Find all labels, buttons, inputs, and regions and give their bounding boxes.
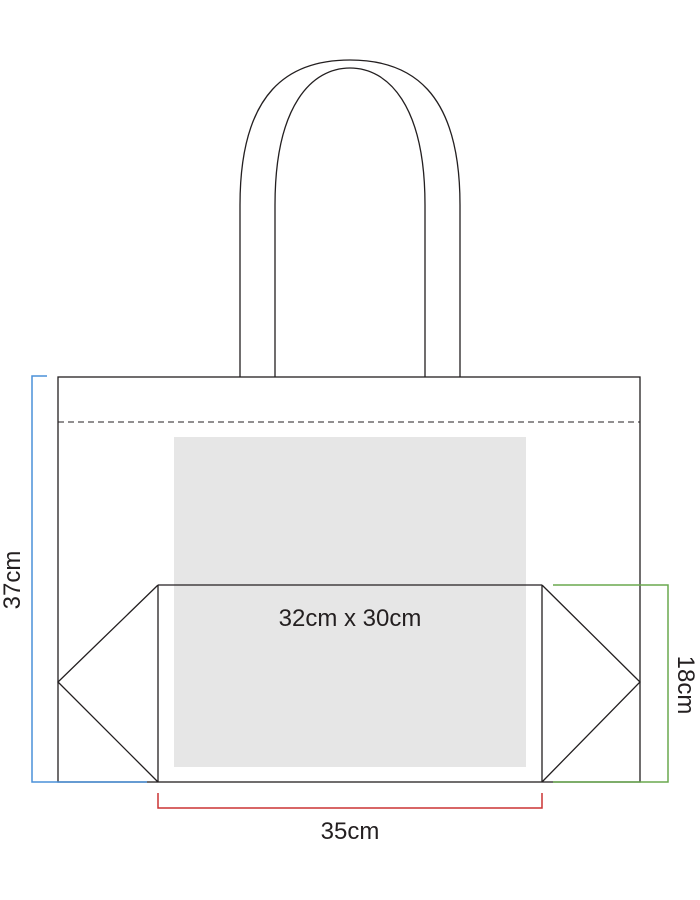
handle-outer-line xyxy=(239,59,461,377)
print-area xyxy=(174,437,526,767)
gusset-fold xyxy=(57,584,641,783)
left-gusset-fold xyxy=(57,584,159,783)
width-dimension-line xyxy=(157,793,543,809)
height-dimension-line xyxy=(31,375,147,783)
gusset-dimension-line xyxy=(553,584,669,783)
gusset-label: 18cm xyxy=(672,656,699,715)
height-label: 37cm xyxy=(0,551,26,610)
right-gusset-fold xyxy=(541,584,641,783)
print-area-label: 32cm x 30cm xyxy=(279,605,422,632)
bag-handle xyxy=(239,59,461,377)
handle-inner-line xyxy=(274,67,426,377)
width-label: 35cm xyxy=(321,818,380,845)
